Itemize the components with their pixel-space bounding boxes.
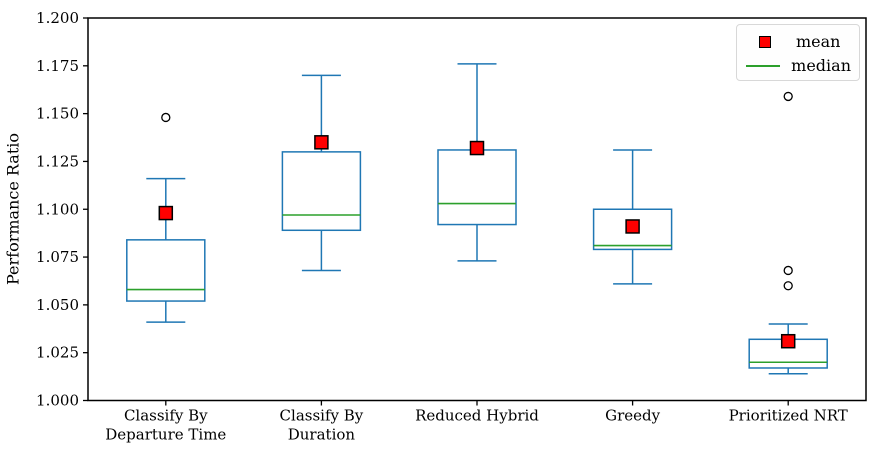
mean-square-icon (745, 36, 785, 48)
iqr-box (126, 239, 206, 302)
y-tick-label: 1.175 (36, 57, 79, 75)
mean-marker (314, 135, 329, 150)
y-tick-label: 1.150 (36, 105, 79, 123)
mean-marker (625, 219, 640, 234)
mean-marker (780, 333, 796, 349)
mean-marker (158, 205, 174, 221)
outlier-point (783, 91, 793, 102)
mean-marker (469, 140, 485, 156)
box-prioritized-nrt (748, 91, 828, 375)
iqr-box (437, 149, 517, 226)
y-tick-label: 1.050 (36, 296, 79, 314)
box-reduced-hybrid (437, 63, 517, 262)
x-tick-label: Reduced Hybrid (415, 407, 539, 425)
box-greedy (592, 149, 673, 285)
legend: mean median (736, 24, 860, 81)
outlier-point (161, 112, 171, 123)
median-line-icon (745, 65, 780, 67)
y-tick-label: 1.025 (36, 344, 79, 362)
legend-label-mean: mean (796, 32, 841, 51)
legend-label-median: median (791, 56, 851, 75)
y-tick-label: 1.100 (36, 200, 79, 218)
box-classify-by-duration (281, 74, 362, 272)
box-classify-by-departure-time (126, 112, 206, 323)
y-tick-label: 1.000 (36, 392, 79, 410)
outlier-point (783, 281, 793, 291)
iqr-box (281, 151, 362, 232)
x-tick-label: Prioritized NRT (729, 407, 848, 425)
y-tick-label: 1.075 (36, 248, 79, 266)
legend-item-median: median (745, 54, 851, 78)
x-tick-label: Greedy (605, 407, 661, 425)
outlier-point (783, 265, 793, 276)
y-axis-label: Performance Ratio (3, 132, 23, 286)
legend-item-mean: mean (745, 30, 851, 54)
y-tick-label: 1.200 (36, 9, 79, 27)
y-tick-label: 1.125 (36, 152, 79, 170)
